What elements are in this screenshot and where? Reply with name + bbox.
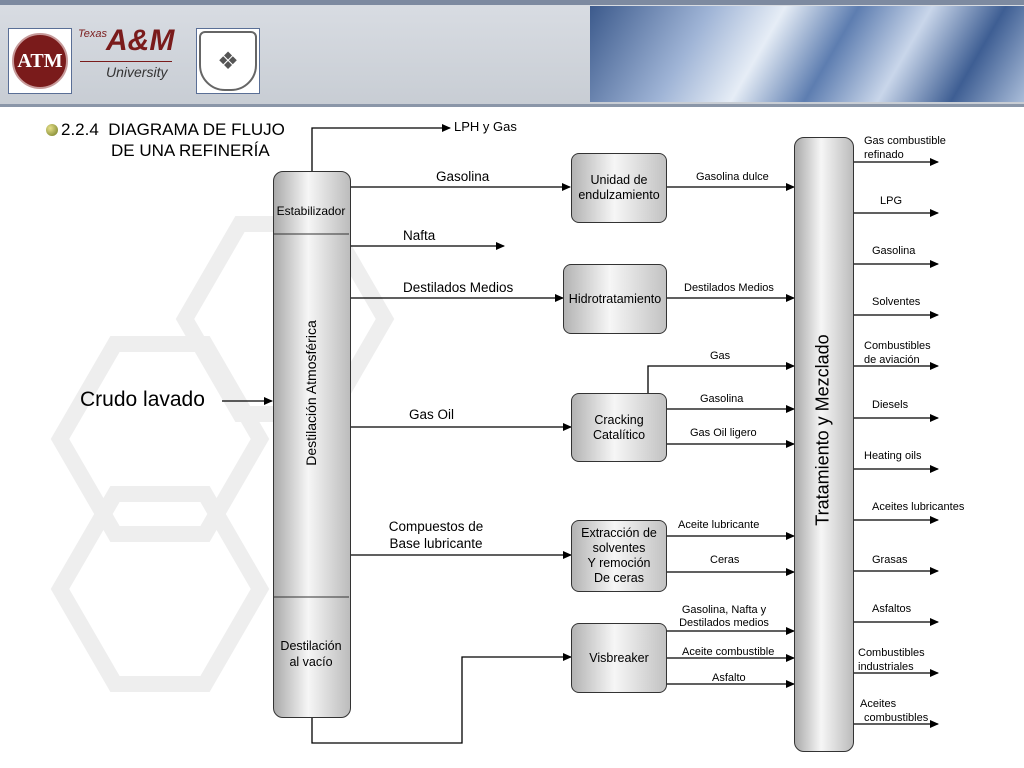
p1-line1: Gas combustible — [864, 135, 946, 147]
out-aceite-lubricante: Aceite lubricante — [678, 519, 760, 531]
out-ceras: Ceras — [710, 554, 740, 566]
visb-line2: Destilados medios — [679, 617, 769, 629]
visb-line1: Gasolina, Nafta y — [681, 604, 767, 616]
out-aceite-combustible: Aceite combustible — [682, 646, 775, 658]
hidrotratamiento-label: Hidrotratamiento — [568, 291, 662, 306]
logo-university: University — [106, 64, 168, 80]
eagle-seal-icon: ❖ — [199, 31, 257, 91]
destilacion-atmosferica-label: Destilación Atmosférica — [303, 320, 319, 466]
atm-logo: ATM — [8, 28, 72, 94]
distillation-column — [273, 171, 351, 718]
product-combustibles-aviacion: Combustibles de aviación — [864, 339, 931, 367]
stream-destilados-medios: Destilados Medios — [403, 280, 514, 295]
product-gasolina: Gasolina — [872, 245, 916, 257]
header-photo — [590, 6, 1024, 102]
stream-gasolina: Gasolina — [436, 169, 490, 184]
product-grasas: Grasas — [872, 554, 908, 566]
product-aceites-lubricantes: Aceites lubricantes — [872, 501, 965, 513]
out-gas-oil-ligero: Gas Oil ligero — [690, 427, 757, 439]
out-gasolina: Gasolina — [700, 393, 744, 405]
atm-logo-mark: ATM — [12, 33, 68, 89]
bullet-icon — [46, 124, 58, 136]
out-destilados-medios: Destilados Medios — [684, 282, 774, 294]
seal-logo: ❖ — [196, 28, 260, 94]
visbreaker-unit: Visbreaker — [571, 623, 667, 693]
endulzamiento-line1: Unidad de — [590, 173, 648, 187]
cracking-line2: Catalítico — [592, 427, 646, 442]
title-number: 2.2.4 — [61, 120, 99, 139]
logo-am: A&M — [106, 24, 175, 57]
hidrotratamiento-unit: Hidrotratamiento — [563, 264, 667, 334]
base-lub-line2: Base lubricante — [389, 536, 483, 551]
p11-line1: Combustibles — [858, 647, 925, 659]
extraccion-line2: solventes — [592, 541, 646, 555]
product-combustibles-industriales: Combustibles industriales — [858, 646, 925, 674]
cracking-line1: Cracking — [594, 412, 644, 427]
base-lub-line1: Compuestos de — [388, 519, 484, 534]
p12-line2: combustibles — [864, 712, 929, 724]
p1-line2: refinado — [864, 149, 904, 161]
out-gas: Gas — [710, 350, 731, 362]
product-solventes: Solventes — [872, 296, 921, 308]
vacio-line2: al vacío — [289, 655, 333, 669]
out-gasolina-dulce: Gasolina dulce — [696, 171, 769, 183]
product-gas-combustible: Gas combustible refinado — [864, 134, 946, 162]
crudo-lavado-label: Crudo lavado — [80, 388, 205, 411]
mixing-column — [794, 137, 854, 752]
destilacion-vacio-label: Destilación al vacío — [273, 638, 349, 670]
product-heating-oils: Heating oils — [864, 450, 922, 462]
p12-line1: Aceites — [860, 698, 897, 710]
stream-nafta: Nafta — [403, 228, 436, 243]
out-gasolina-nafta-destilados: Gasolina, Nafta y Destilados medios — [668, 604, 780, 630]
vacio-line1: Destilación — [280, 639, 342, 653]
logo-texas: Texas — [78, 28, 107, 40]
estabilizador-label: Estabilizador — [276, 204, 346, 218]
p5-line2: de aviación — [864, 354, 920, 366]
stream-gas-oil: Gas Oil — [409, 407, 455, 422]
product-diesels: Diesels — [872, 399, 909, 411]
product-lpg: LPG — [880, 195, 903, 207]
logo-rule — [80, 61, 172, 62]
lph-gas-label: LPH y Gas — [454, 119, 517, 134]
header-banner: ATM Texas A&M University ❖ — [0, 0, 1024, 107]
stream-base-lubricante: Compuestos de Base lubricante — [376, 518, 496, 552]
p5-line1: Combustibles — [864, 340, 931, 352]
title-line2: DE UNA REFINERÍA — [111, 141, 270, 160]
texas-am-logo: Texas A&M University — [76, 24, 174, 92]
extraccion-line1: Extracción de — [581, 526, 657, 540]
p11-line2: industriales — [858, 661, 914, 673]
tratamiento-mezclado-label: Tratamiento y Mezclado — [812, 334, 833, 526]
extraccion-line3: Y remoción — [587, 556, 651, 570]
visbreaker-label: Visbreaker — [589, 650, 649, 665]
endulzamiento-line2: endulzamiento — [578, 188, 660, 202]
out-asfalto: Asfalto — [712, 672, 746, 684]
product-aceites-combustibles: Aceites combustibles — [860, 697, 928, 725]
product-asfaltos: Asfaltos — [872, 603, 912, 615]
header-strip — [0, 0, 1024, 5]
page-title: 2.2.4 DIAGRAMA DE FLUJO DE UNA REFINERÍA — [46, 119, 285, 161]
title-line1: DIAGRAMA DE FLUJO — [108, 120, 285, 139]
extraccion-line4: De ceras — [593, 571, 644, 585]
